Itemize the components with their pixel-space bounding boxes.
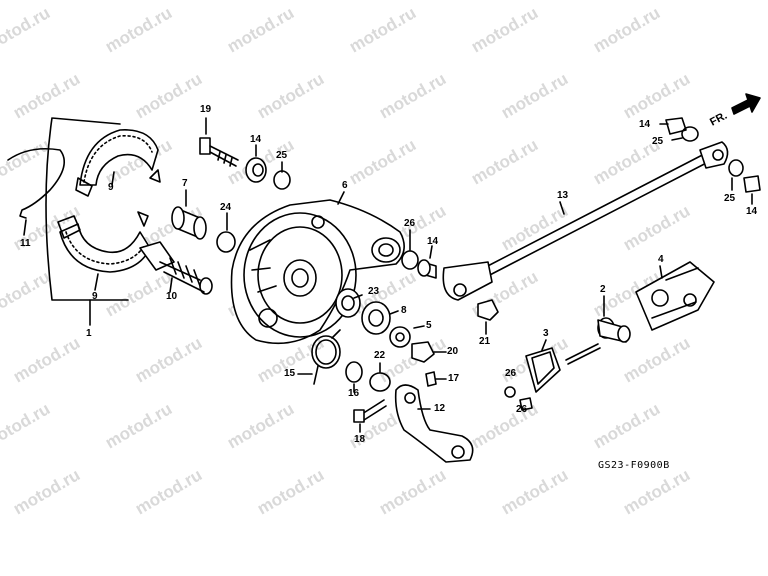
front-arrow [731,93,761,115]
plate-3 [525,347,561,393]
callout-25b: 25 [652,136,664,147]
washer-26a [401,250,419,270]
callout-14a: 14 [250,134,262,145]
callout-4: 4 [658,254,664,265]
callout-22: 22 [374,350,386,361]
callout-14b: 14 [427,236,439,247]
brake-shoe-lower [57,211,151,273]
callout-15: 15 [284,368,296,379]
callout-21: 21 [479,336,491,347]
callout-18: 18 [354,434,366,445]
brake-cam [139,241,213,295]
brake-panel [230,199,405,345]
spring-15 [311,329,341,385]
callout-9-upper: 9 [108,182,114,193]
callout-25a: 25 [276,150,288,161]
washer-25c [728,159,744,177]
o-ring-24 [216,231,236,253]
brake-shoe-upper [75,129,161,197]
nut-5 [389,326,411,348]
callout-16: 16 [348,388,360,399]
callout-23: 23 [368,286,380,297]
callout-8: 8 [401,305,407,316]
collar-14c [665,117,687,135]
bolt-19 [199,137,239,167]
callout-17: 17 [448,373,460,384]
brake-rod [442,141,729,301]
bolt-26b [504,386,516,398]
bolt-18 [353,399,387,423]
bracket-4 [635,261,715,331]
collar-14a [245,157,267,183]
nut-20 [411,341,435,363]
stopper-arm [394,384,474,463]
callout-9-lower: 9 [92,291,98,302]
callout-11: 11 [20,238,31,249]
callout-7: 7 [182,178,188,189]
callout-26c: 26 [516,404,528,415]
washer-22 [369,372,391,392]
adjuster-2 [565,317,631,365]
callout-3: 3 [543,328,549,339]
callout-12: 12 [434,403,446,414]
callout-14c: 14 [639,119,651,130]
callout-14d: 14 [746,206,758,217]
nut-21 [477,299,499,321]
callout-25c: 25 [724,193,736,204]
callout-13: 13 [557,190,569,201]
collar-16 [345,361,363,383]
shoe-assembly-bracket [45,117,129,301]
washer-25b [681,126,699,142]
return-spring [7,147,66,219]
callout-10: 10 [166,291,178,302]
callout-1: 1 [86,328,92,339]
callout-6: 6 [342,180,348,191]
nut-17 [425,371,437,387]
washer-25a [273,170,291,190]
bearing-8 [361,301,391,335]
callout-5: 5 [426,320,432,331]
callout-26a: 26 [404,218,416,229]
callout-26b: 26 [505,368,517,379]
callout-19: 19 [200,104,212,115]
collar-14d [743,175,761,193]
seal-23 [335,288,361,318]
bushing-7 [171,206,207,240]
diagram-code: GS23-F0900B [598,460,670,471]
bolt-26c [519,397,533,411]
callout-24: 24 [220,202,232,213]
callout-2: 2 [600,284,606,295]
callout-20: 20 [447,346,459,357]
